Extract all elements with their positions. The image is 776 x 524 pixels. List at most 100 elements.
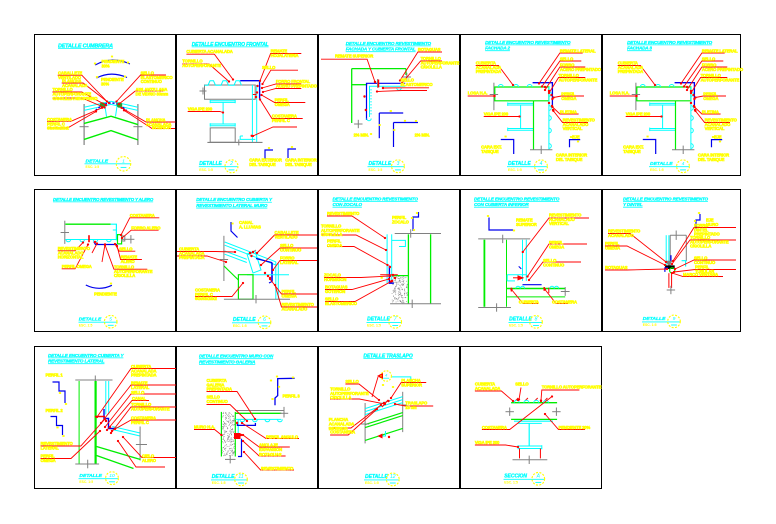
red-marker	[239, 433, 243, 436]
panel-8-drawing: REVESTIMIENTOTORNILLOAUTOPERFORANTEC/GOL…	[321, 196, 441, 329]
detail-number: 12	[390, 474, 396, 480]
leader-line	[399, 51, 442, 81]
annotation-label: GOTERON	[325, 289, 345, 294]
leader-arrow	[233, 250, 237, 253]
leader-line	[474, 390, 514, 402]
detail-number-circle	[104, 470, 119, 485]
annotation-label: ACANALADO	[549, 217, 576, 222]
leader-arrow	[400, 82, 404, 85]
detail-number-circle	[529, 314, 543, 329]
drawing-line	[234, 432, 241, 439]
yellow-tick	[646, 135, 649, 138]
leader-arrow	[383, 236, 387, 239]
red-marker	[539, 399, 543, 402]
yellow-tick	[393, 129, 396, 132]
annotation-label: 2% MIN.	[354, 133, 369, 138]
annotation-label: OMEGA	[40, 458, 55, 463]
leader-line	[186, 53, 234, 80]
yellow-tick	[231, 222, 234, 225]
annotation-label: BOTAGUAS	[259, 452, 282, 457]
leader-line	[481, 395, 553, 430]
drawing-line	[364, 411, 403, 425]
yellow-tick	[291, 376, 295, 379]
detail-scale: ESC. 1:5	[85, 165, 99, 169]
leader-arrow	[103, 106, 106, 109]
annotation-label: SUPERIOR	[401, 382, 422, 387]
annotation-label: PERFIL	[561, 92, 576, 97]
leader-line	[114, 419, 176, 430]
drawing-line	[102, 408, 116, 429]
annotation-label: SELLO	[694, 255, 708, 260]
drawing-line	[412, 211, 420, 231]
leader-line	[553, 95, 584, 99]
annotation-label: PLANCHA	[146, 118, 166, 123]
panel-title: DETALLE ENCUENTRO REVESTIMIENTO	[333, 196, 419, 201]
annotation-label: CONTINUO	[207, 399, 229, 404]
annotation-label: CANAL	[239, 220, 253, 225]
leader-arrow	[672, 270, 676, 273]
annotation-label: INFERIOR	[329, 426, 348, 431]
annotation-label: LATERAL	[280, 260, 299, 265]
detail-scale: ESC. 1:5	[367, 323, 381, 327]
red-marker	[551, 97, 554, 101]
leader-line	[269, 278, 317, 295]
drawing-line	[264, 149, 273, 160]
detail-number-circle	[388, 314, 403, 329]
annotation-label: PERFIL OMEGA	[61, 264, 91, 269]
leader-arrow	[241, 433, 245, 436]
annotation-label: AUTOPERFORANTE	[559, 78, 598, 83]
annotation-label: TORNILLO	[131, 402, 152, 407]
leader-line	[690, 77, 728, 94]
panel-13-drawing: 4SELLOTORNILLOAUTOPERFORANTEC/GOLILLAPLA…	[328, 353, 434, 487]
annotation-label: CUBIERTA	[131, 364, 151, 369]
annotation-label: C/GOLILLA	[321, 232, 342, 237]
panel-title: DETALLE ENCUENTRO CUBIERTA Y	[48, 352, 125, 357]
leader-line	[104, 244, 147, 270]
yellow-tick	[512, 229, 516, 232]
annotation-label: ACERO PREPINTADO	[702, 67, 744, 72]
detail-scale: ESC. 1:5	[504, 480, 518, 484]
leader-line	[259, 99, 303, 120]
leader-arrow	[220, 433, 223, 436]
leader-line	[327, 245, 388, 266]
annotation-label: PREPINTADA	[476, 69, 502, 74]
detail-scale: ESC. 1:5	[199, 168, 213, 172]
annotation-label: CARA INTERIOR	[285, 158, 316, 163]
leader-arrow	[242, 450, 246, 453]
leader-line	[673, 268, 736, 273]
annotation-label: DE VIDRIO 80mm	[135, 92, 168, 97]
leader-line	[674, 259, 736, 270]
leader-arrow	[653, 84, 657, 87]
drawing-line	[391, 376, 412, 387]
yellow-tick	[93, 62, 96, 65]
annotation-label: VERTICAL	[705, 126, 725, 131]
leader-arrow	[511, 84, 515, 87]
red-marker	[248, 251, 252, 254]
annotation-label: TORNILLO	[701, 73, 722, 78]
drawing-line	[500, 139, 515, 155]
detail-number-circle	[391, 159, 405, 174]
red-marker	[266, 274, 270, 277]
annotation-label: REMATE	[516, 217, 533, 222]
leader-line	[61, 243, 89, 269]
panel-title: CON CUBIERTA INFERIOR	[474, 202, 530, 207]
leader-line	[106, 399, 149, 430]
annotation-label: CANAL	[132, 396, 146, 401]
leader-line	[117, 440, 165, 468]
leader-line	[177, 255, 227, 263]
yellow-tick	[123, 75, 126, 78]
detail-label: DETALLE	[78, 316, 101, 322]
drawing-line	[83, 100, 138, 108]
leader-arrow	[663, 263, 667, 266]
annotation-label: HOJALATERIA	[271, 53, 299, 58]
center-mark	[560, 286, 570, 296]
annotation-label: CUBIERTA	[475, 381, 495, 386]
annotation-label: PREPINTADA	[179, 255, 205, 260]
annotation-label: COSTANERA	[195, 287, 220, 292]
detail-label: DETALLE	[233, 317, 256, 323]
annotation-label: ACANALADA	[131, 368, 157, 373]
yellow-tick	[695, 228, 699, 231]
